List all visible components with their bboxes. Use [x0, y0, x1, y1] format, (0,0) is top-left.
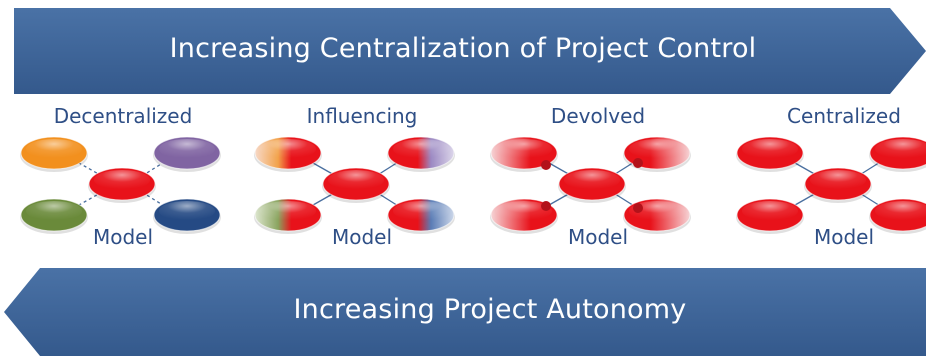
centralized-hub-node	[804, 167, 872, 203]
decentralized-node-bottom-right	[153, 198, 221, 234]
devolved-link-dot-br	[633, 203, 643, 213]
centralized-node-top-right	[869, 136, 926, 172]
centralization-banner-text: Increasing Centralization of Project Con…	[169, 33, 757, 64]
devolved-link-dot-bl	[541, 201, 551, 211]
decentralized-hub-node	[88, 167, 156, 203]
influencing-node-bottom-right	[387, 198, 455, 234]
devolved-hub-node	[558, 167, 626, 203]
centralized-node-top-left	[736, 136, 804, 172]
devolved-node-bottom-left	[490, 198, 558, 234]
centralized-node-bottom-left	[736, 198, 804, 234]
devolved-node-bottom-right	[623, 198, 691, 234]
decentralized-title: Decentralized	[53, 104, 193, 128]
centralization-arrow	[14, 8, 926, 94]
decentralized-node-top-left	[20, 136, 88, 172]
devolved-link-dot-tl	[541, 160, 551, 170]
centralized-title: Centralized	[787, 104, 901, 128]
decentralized-model-label: Model	[92, 225, 154, 249]
influencing-node-top-right	[387, 136, 455, 172]
influencing-node-top-left	[254, 136, 322, 172]
centralized-node-bottom-right	[869, 198, 926, 234]
devolved-model-label: Model	[567, 225, 629, 249]
influencing-title: Influencing	[306, 104, 418, 128]
devolved-node-top-left	[490, 136, 558, 172]
influencing-node-bottom-left	[254, 198, 322, 234]
devolved-node-top-right	[623, 136, 691, 172]
influencing-model-label: Model	[331, 225, 393, 249]
influencing-hub-node	[322, 167, 390, 203]
decentralized-node-top-right	[153, 136, 221, 172]
autonomy-banner-text: Increasing Project Autonomy	[293, 294, 687, 325]
centralized-model-label: Model	[813, 225, 875, 249]
autonomy-arrow	[4, 268, 926, 356]
devolved-link-dot-tr	[633, 158, 643, 168]
decentralized-node-bottom-left	[20, 198, 88, 234]
devolved-title: Devolved	[550, 104, 646, 128]
